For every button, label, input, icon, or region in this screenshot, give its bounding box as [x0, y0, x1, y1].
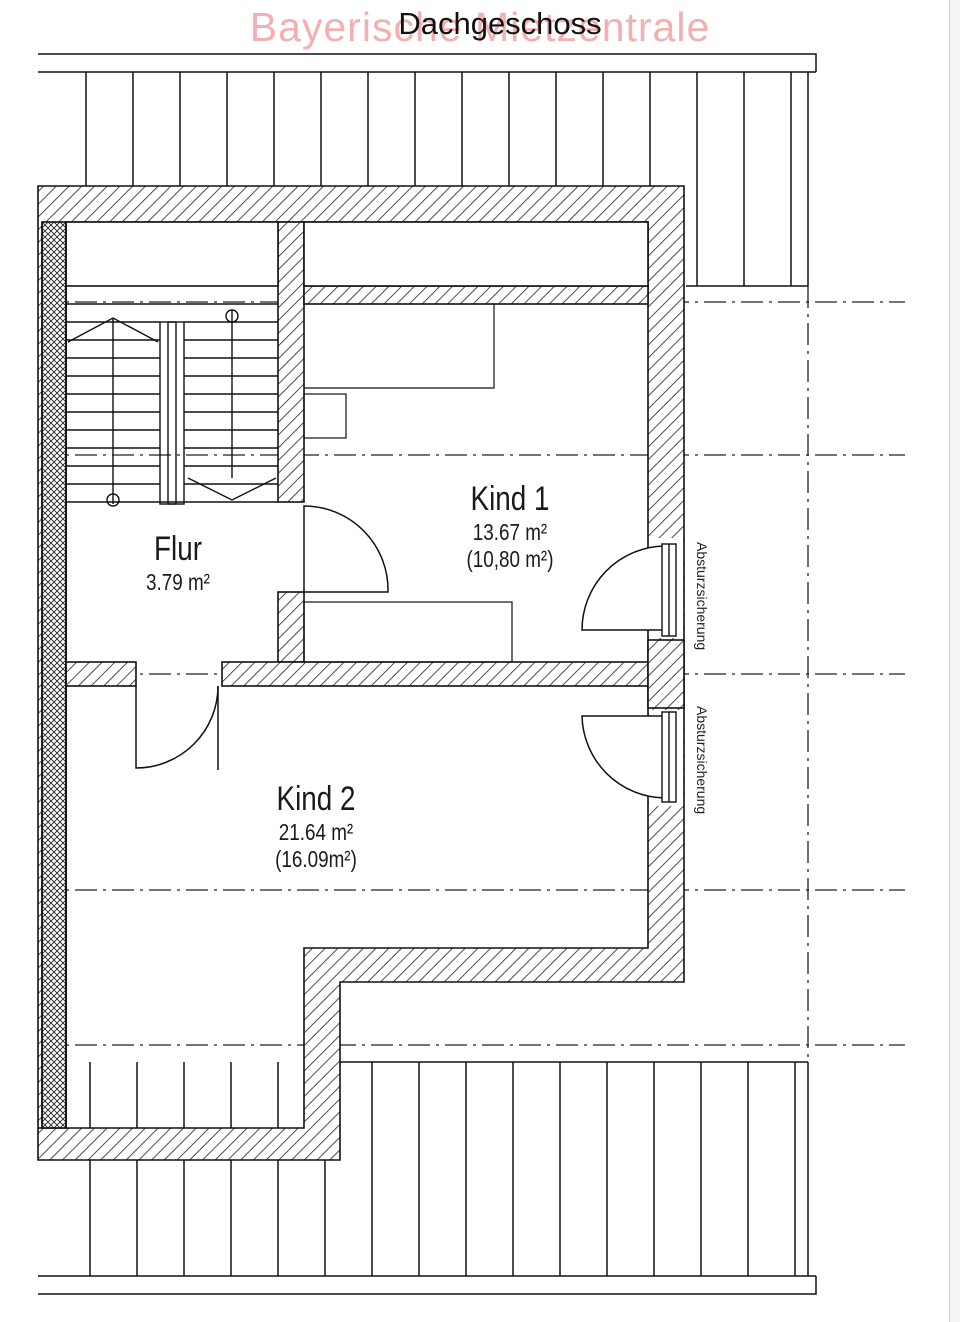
- page-edge: [949, 0, 960, 1322]
- room-area: 21.64 m²: [278, 819, 354, 845]
- doors: [135, 505, 665, 799]
- stair-start: [225, 309, 239, 323]
- room-name: Kind 1: [470, 480, 550, 518]
- stair-arrow: [67, 317, 159, 343]
- window-label-kind-2: Absturzsicherung: [694, 706, 710, 815]
- roof-bottom: [38, 1061, 817, 1295]
- stair-start: [106, 493, 120, 507]
- staircase: [66, 303, 278, 507]
- room-name: Kind 2: [276, 780, 356, 818]
- wall-outlines: [41, 222, 67, 1128]
- plan-title: Dachgeschoss: [398, 6, 602, 41]
- windows: [661, 543, 677, 803]
- stair-arrow: [187, 477, 277, 501]
- room-name: Flur: [153, 530, 203, 568]
- furniture: [303, 304, 513, 663]
- room-flur: Flur 3.79 m²: [129, 530, 227, 596]
- room-area-alt: (16.09m²): [275, 846, 357, 872]
- room-area-alt: (10,80 m²): [466, 546, 554, 572]
- dash-dot-axes: [38, 286, 905, 1062]
- room-kind-2: Kind 2 21.64 m² (16.09m²): [250, 780, 381, 873]
- room-kind-1: Kind 1 13.67 m² (10,80 m²): [444, 480, 575, 573]
- upper-storage: [65, 221, 649, 287]
- walls: [37, 185, 685, 1161]
- room-area: 3.79 m²: [146, 569, 210, 595]
- room-area: 13.67 m²: [472, 519, 548, 545]
- window-label-kind-1: Absturzsicherung: [694, 542, 710, 651]
- watermark-text: Bayerische Mietzentrale: [249, 4, 711, 50]
